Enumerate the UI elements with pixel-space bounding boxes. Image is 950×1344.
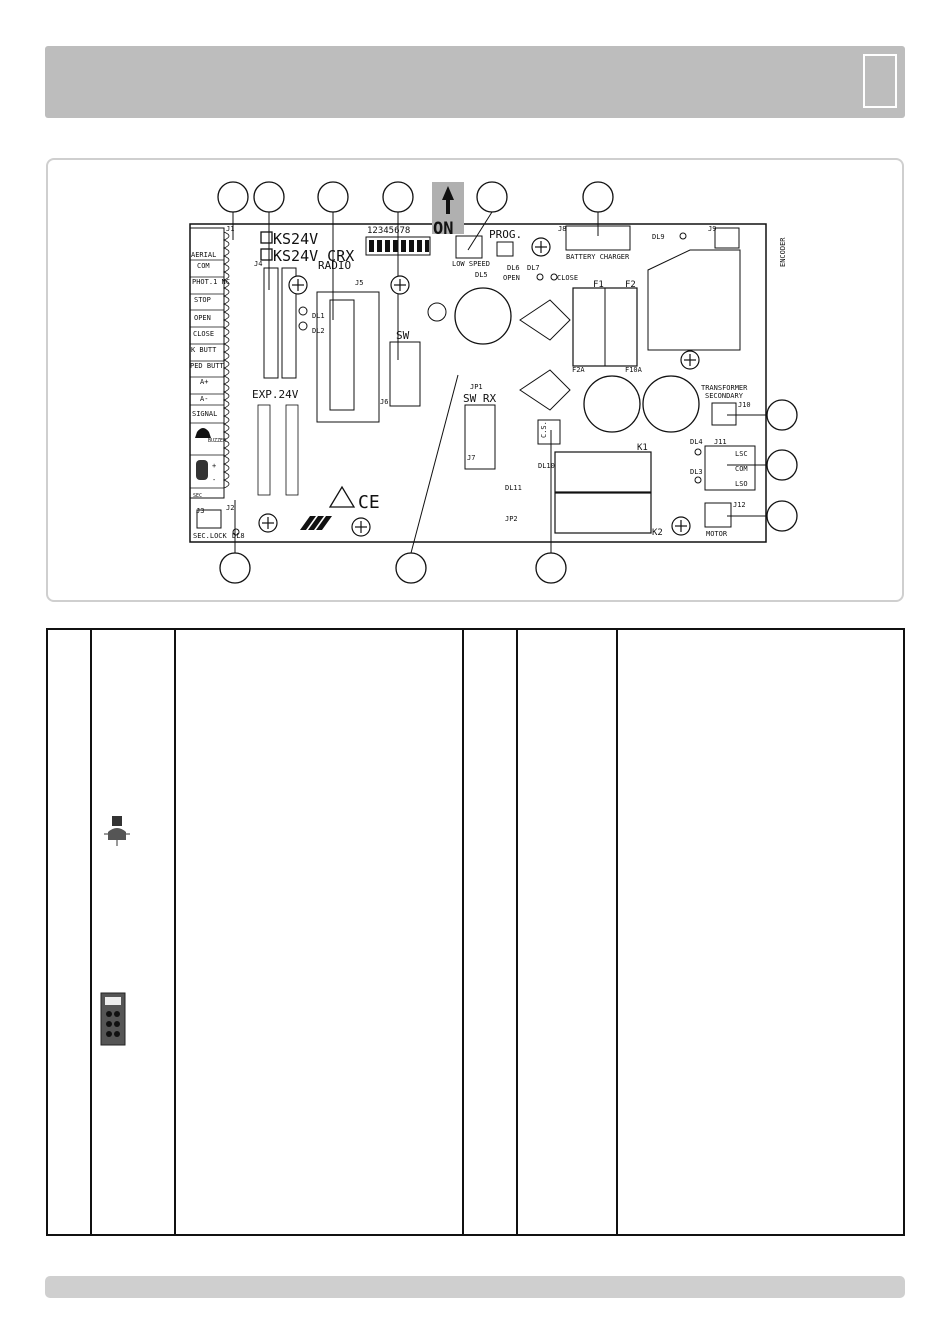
terminal-open: OPEN xyxy=(194,314,211,322)
flashing-lamp-icon xyxy=(104,816,130,846)
j9-label: J9 xyxy=(708,225,716,233)
dl8-label: DL8 xyxy=(232,532,245,540)
header-bar xyxy=(45,46,905,118)
ce-mark: CE xyxy=(358,492,380,513)
radio-label: RADIO xyxy=(318,259,351,272)
low-speed-label: LOW SPEED xyxy=(452,260,490,268)
f10a-label: F10A xyxy=(625,366,643,374)
dl6-label: DL6 xyxy=(507,264,520,272)
on-arrow-icon xyxy=(442,186,454,214)
control-board-diagram: ON xyxy=(189,181,798,584)
close-led-label: CLOSE xyxy=(557,274,578,282)
table-column-divider xyxy=(462,630,464,1234)
f2-label: F2 xyxy=(625,280,636,290)
callout-circle-6 xyxy=(582,181,614,213)
battery-charger-label: BATTERY CHARGER xyxy=(566,253,630,261)
swrx-label: SW RX xyxy=(463,392,496,405)
encoder-label: ENCODER xyxy=(779,237,787,267)
callout-circle-4 xyxy=(382,181,414,213)
j8-label: J8 xyxy=(558,225,566,233)
model-ks24v-crx: KS24V CRX xyxy=(273,247,354,265)
j1-label: J1 xyxy=(226,225,234,233)
dl1-label: DL1 xyxy=(312,312,325,320)
terminal-sec: SEC xyxy=(193,493,202,499)
dl7-label: DL7 xyxy=(527,264,540,272)
f1-label: F1 xyxy=(593,280,604,290)
model-ks24v: KS24V xyxy=(273,230,318,248)
terminal-plus: + xyxy=(212,462,216,470)
footer-bar xyxy=(45,1276,905,1298)
j10-label: J10 xyxy=(738,401,751,409)
callout-circle-8 xyxy=(766,449,798,481)
jp1-label: JP1 xyxy=(470,383,483,391)
j7-label: J7 xyxy=(467,454,475,462)
callout-circle-1 xyxy=(217,181,249,213)
j6-label: J6 xyxy=(380,398,388,406)
dl9-label: DL9 xyxy=(652,233,665,241)
dl3-label: DL3 xyxy=(690,468,703,476)
motor-label: MOTOR xyxy=(706,530,728,538)
terminal-minus: - xyxy=(212,476,216,484)
callout-circle-3 xyxy=(317,181,349,213)
lamp-icon xyxy=(196,460,208,480)
callout-circle-12 xyxy=(535,552,567,584)
terminal-close: CLOSE xyxy=(193,330,214,338)
f2a-label: F2A xyxy=(572,366,585,374)
lsc-label: LSC xyxy=(735,450,748,458)
terminal-a-plus: A+ xyxy=(200,378,208,386)
callout-circle-2 xyxy=(253,181,285,213)
callout-circle-9 xyxy=(766,500,798,532)
com-label: COM xyxy=(735,465,748,473)
terminal-a-minus: A- xyxy=(200,395,208,403)
sec-lock-label: SEC.LOCK xyxy=(193,532,228,540)
dl5-label: DL5 xyxy=(475,271,488,279)
dl11-label: DL11 xyxy=(505,484,522,492)
dl2-label: DL2 xyxy=(312,327,325,335)
diagram-panel xyxy=(46,158,904,602)
callout-circle-7 xyxy=(766,399,798,431)
callout-circle-10 xyxy=(219,552,251,584)
terminal-k-butt: K BUTT xyxy=(191,346,217,354)
secondary-label: SECONDARY xyxy=(705,392,744,400)
j3-label: J3 xyxy=(196,507,204,515)
table-column-divider xyxy=(516,630,518,1234)
j12-label: J12 xyxy=(733,501,746,509)
dl4-label: DL4 xyxy=(690,438,703,446)
brand-logo-icon xyxy=(300,516,332,530)
sw-label: SW xyxy=(396,329,410,342)
jp2-label: JP2 xyxy=(505,515,518,523)
esd-warning-icon xyxy=(328,485,356,508)
terminal-com: COM xyxy=(197,262,210,270)
table-column-divider xyxy=(616,630,618,1234)
prog-label: PROG. xyxy=(489,228,522,241)
table-column-divider xyxy=(174,630,176,1234)
terminal-signal: SIGNAL xyxy=(192,410,217,418)
terminal-aerial: AERIAL xyxy=(191,251,216,259)
callout-circle-11 xyxy=(395,552,427,584)
terminal-stop: STOP xyxy=(194,296,211,304)
terminal-phot: PHOT.1 NC xyxy=(192,278,230,286)
j5-label: J5 xyxy=(355,279,363,287)
open-led-label: OPEN xyxy=(503,274,520,282)
lso-label: LSO xyxy=(735,480,748,488)
exp-label: EXP.24V xyxy=(252,388,299,401)
on-label: ON xyxy=(433,219,453,239)
dl10-label: DL10 xyxy=(538,462,555,470)
terminal-buzzer: BUZZER xyxy=(208,438,227,444)
dip-numbers: 12345678 xyxy=(367,226,410,236)
transformer-label: TRANSFORMER xyxy=(701,384,748,392)
page-marker-box xyxy=(863,54,897,108)
j2-label: J2 xyxy=(226,504,234,512)
cs-label: C.S. xyxy=(540,421,548,438)
description-table xyxy=(46,628,905,1236)
remote-control-icon xyxy=(100,992,126,1046)
terminal-ped-butt: PED BUTT xyxy=(190,362,225,370)
j11-label: J11 xyxy=(714,438,727,446)
j4-label: J4 xyxy=(254,260,262,268)
callout-circle-5 xyxy=(476,181,508,213)
k1-label: K1 xyxy=(637,443,648,453)
table-column-divider xyxy=(90,630,92,1234)
k2-label: K2 xyxy=(652,528,663,538)
bell-icon xyxy=(195,428,211,438)
